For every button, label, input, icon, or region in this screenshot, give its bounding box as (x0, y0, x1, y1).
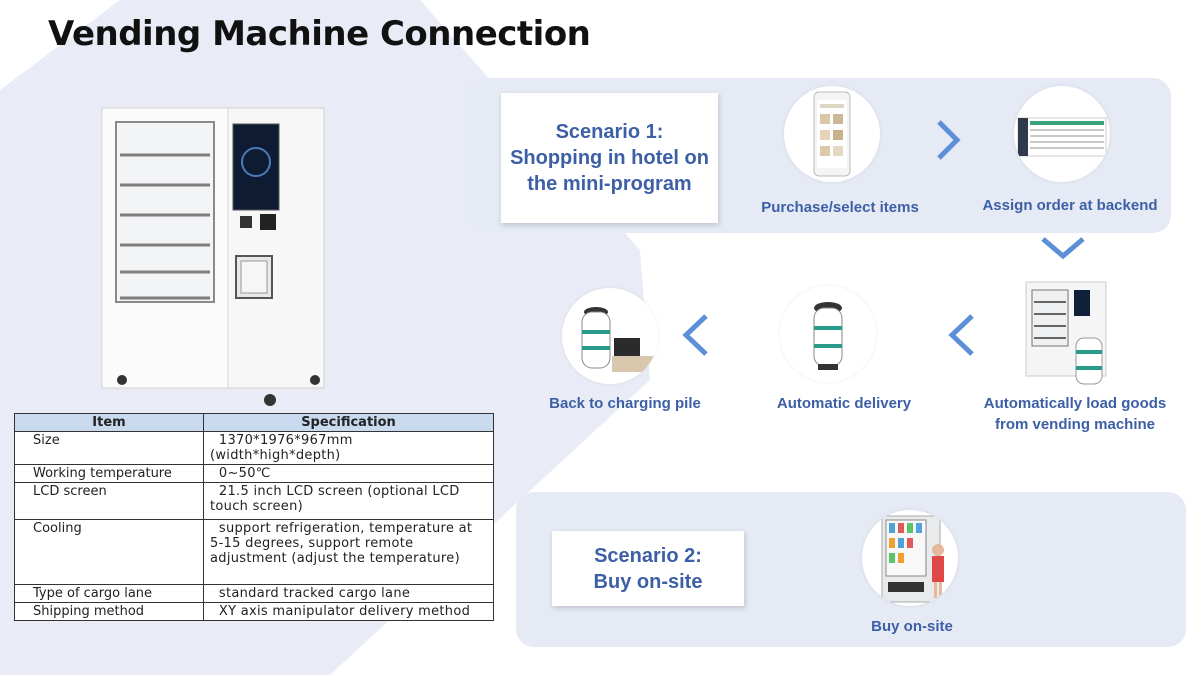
spec-key: Working temperature (14, 464, 204, 483)
scenario-2-label: Scenario 2: Buy on-site (593, 544, 703, 593)
table-row: Size 1370*1976*967mm (width*high*depth) (14, 431, 494, 465)
step-assign-label: Assign order at backend (982, 197, 1158, 214)
spec-header-item: Item (14, 413, 204, 432)
spec-value: 0~50℃ (203, 464, 494, 483)
table-row: Shipping method XY axis manipulator deli… (14, 602, 494, 621)
spec-key: Cooling (14, 519, 204, 585)
page-title: Vending Machine Connection (48, 14, 591, 54)
spec-table-header-row: Item Specification (14, 413, 494, 432)
charging-robot-icon (562, 288, 658, 384)
spec-key: Type of cargo lane (14, 584, 204, 603)
spec-key: Size (14, 431, 204, 465)
chevron-right-icon (937, 120, 961, 160)
spec-table: Item Specification Size 1370*1976*967mm … (14, 413, 494, 621)
spec-key: LCD screen (14, 482, 204, 520)
chevron-left-icon (948, 314, 974, 356)
phone-app-icon (784, 86, 880, 182)
vending-robot-icon (1024, 280, 1110, 390)
chevron-down-icon (1041, 237, 1085, 260)
onsite-vending-icon (862, 510, 958, 606)
table-row: Working temperature 0~50℃ (14, 464, 494, 483)
step-charging-label: Back to charging pile (549, 395, 701, 412)
step-purchase-label: Purchase/select items (761, 199, 919, 216)
spec-value: standard tracked cargo lane (203, 584, 494, 603)
spec-value: 21.5 inch LCD screen (optional LCD touch… (203, 482, 494, 520)
table-row: Cooling support refrigeration, temperatu… (14, 519, 494, 585)
scenario-1-box: Scenario 1: Shopping in hotel on the min… (501, 93, 718, 223)
step-delivery-label: Automatic delivery (776, 395, 912, 412)
spec-value: XY axis manipulator delivery method (203, 602, 494, 621)
backend-dashboard-icon (1014, 86, 1110, 182)
vending-machine-image (101, 107, 325, 406)
spec-value: 1370*1976*967mm (width*high*depth) (203, 431, 494, 465)
table-row: LCD screen 21.5 inch LCD screen (optiona… (14, 482, 494, 520)
spec-value: support refrigeration, temperature at 5-… (203, 519, 494, 585)
table-row: Type of cargo lane standard tracked carg… (14, 584, 494, 603)
delivery-robot-icon (780, 286, 876, 382)
step-buy-onsite-label: Buy on-site (871, 618, 953, 635)
spec-header-specification: Specification (203, 413, 494, 432)
step-load-label: Automatically load goods from vending ma… (983, 395, 1167, 433)
spec-key: Shipping method (14, 602, 204, 621)
scenario-2-box: Scenario 2: Buy on-site (552, 531, 744, 606)
chevron-left-icon (682, 314, 708, 356)
scenario-1-label: Scenario 1: Shopping in hotel on the min… (510, 121, 709, 195)
